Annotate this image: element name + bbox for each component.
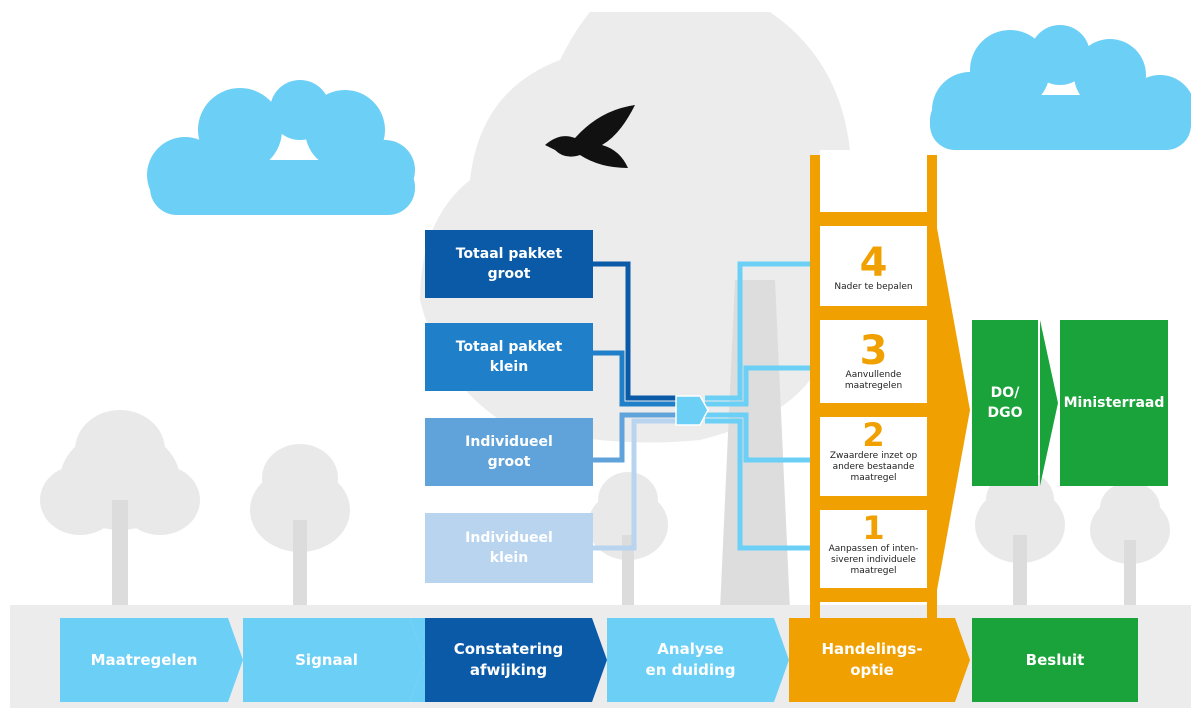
ladder <box>810 155 970 640</box>
package-total-large: Totaal pakket groot <box>425 230 593 298</box>
package-individual-small: Individueel klein <box>425 513 593 583</box>
process-step-besluit: Besluit <box>1025 650 1085 669</box>
process-chevrons <box>60 618 1138 702</box>
package-individual-large: Individueel groot <box>425 418 593 486</box>
ladder-step-4: 4 Nader te bepalen <box>820 226 927 306</box>
decision-arrow <box>1040 320 1058 486</box>
cloud-left <box>147 80 415 215</box>
ladder-step-text: Aanpassen of inten- siveren individuele … <box>828 544 919 576</box>
ladder-step-number: 4 <box>859 240 888 286</box>
cloud-right <box>930 25 1191 150</box>
process-step-handelingsoptie: Handelings- optie <box>821 640 923 679</box>
ladder-step-number: 1 <box>862 509 885 547</box>
ladder-step-number: 3 <box>859 328 888 374</box>
ladder-step-2: 2 Zwaardere inzet op andere bestaande ma… <box>820 417 927 496</box>
ladder-step-3: 3 Aanvullende maatregelen <box>820 320 927 403</box>
small-trees <box>40 410 1170 605</box>
hub-node <box>675 395 709 426</box>
ladder-step-1: 1 Aanpassen of inten- siveren individuel… <box>820 510 927 588</box>
process-step-signaal: Signaal <box>295 650 358 669</box>
bird-icon <box>545 105 635 168</box>
ladder-step-number: 2 <box>862 416 885 454</box>
ladder-step-text: Nader te bepalen <box>834 282 913 292</box>
process-step-constatering: Constatering afwijking <box>453 640 564 679</box>
process-step-maatregelen: Maatregelen <box>90 650 198 669</box>
process-step-analyse: Analyse en duiding <box>645 640 736 679</box>
connector-lines <box>593 261 818 551</box>
ladder-step-text: Aanvullende maatregelen <box>844 370 903 391</box>
decision-ministerraad: Ministerraad <box>1060 320 1168 486</box>
package-total-small: Totaal pakket klein <box>425 323 593 391</box>
ladder-step-text: Zwaardere inzet op andere bestaande maat… <box>829 451 918 483</box>
decision-do-dgo: DO/ DGO <box>972 320 1038 486</box>
